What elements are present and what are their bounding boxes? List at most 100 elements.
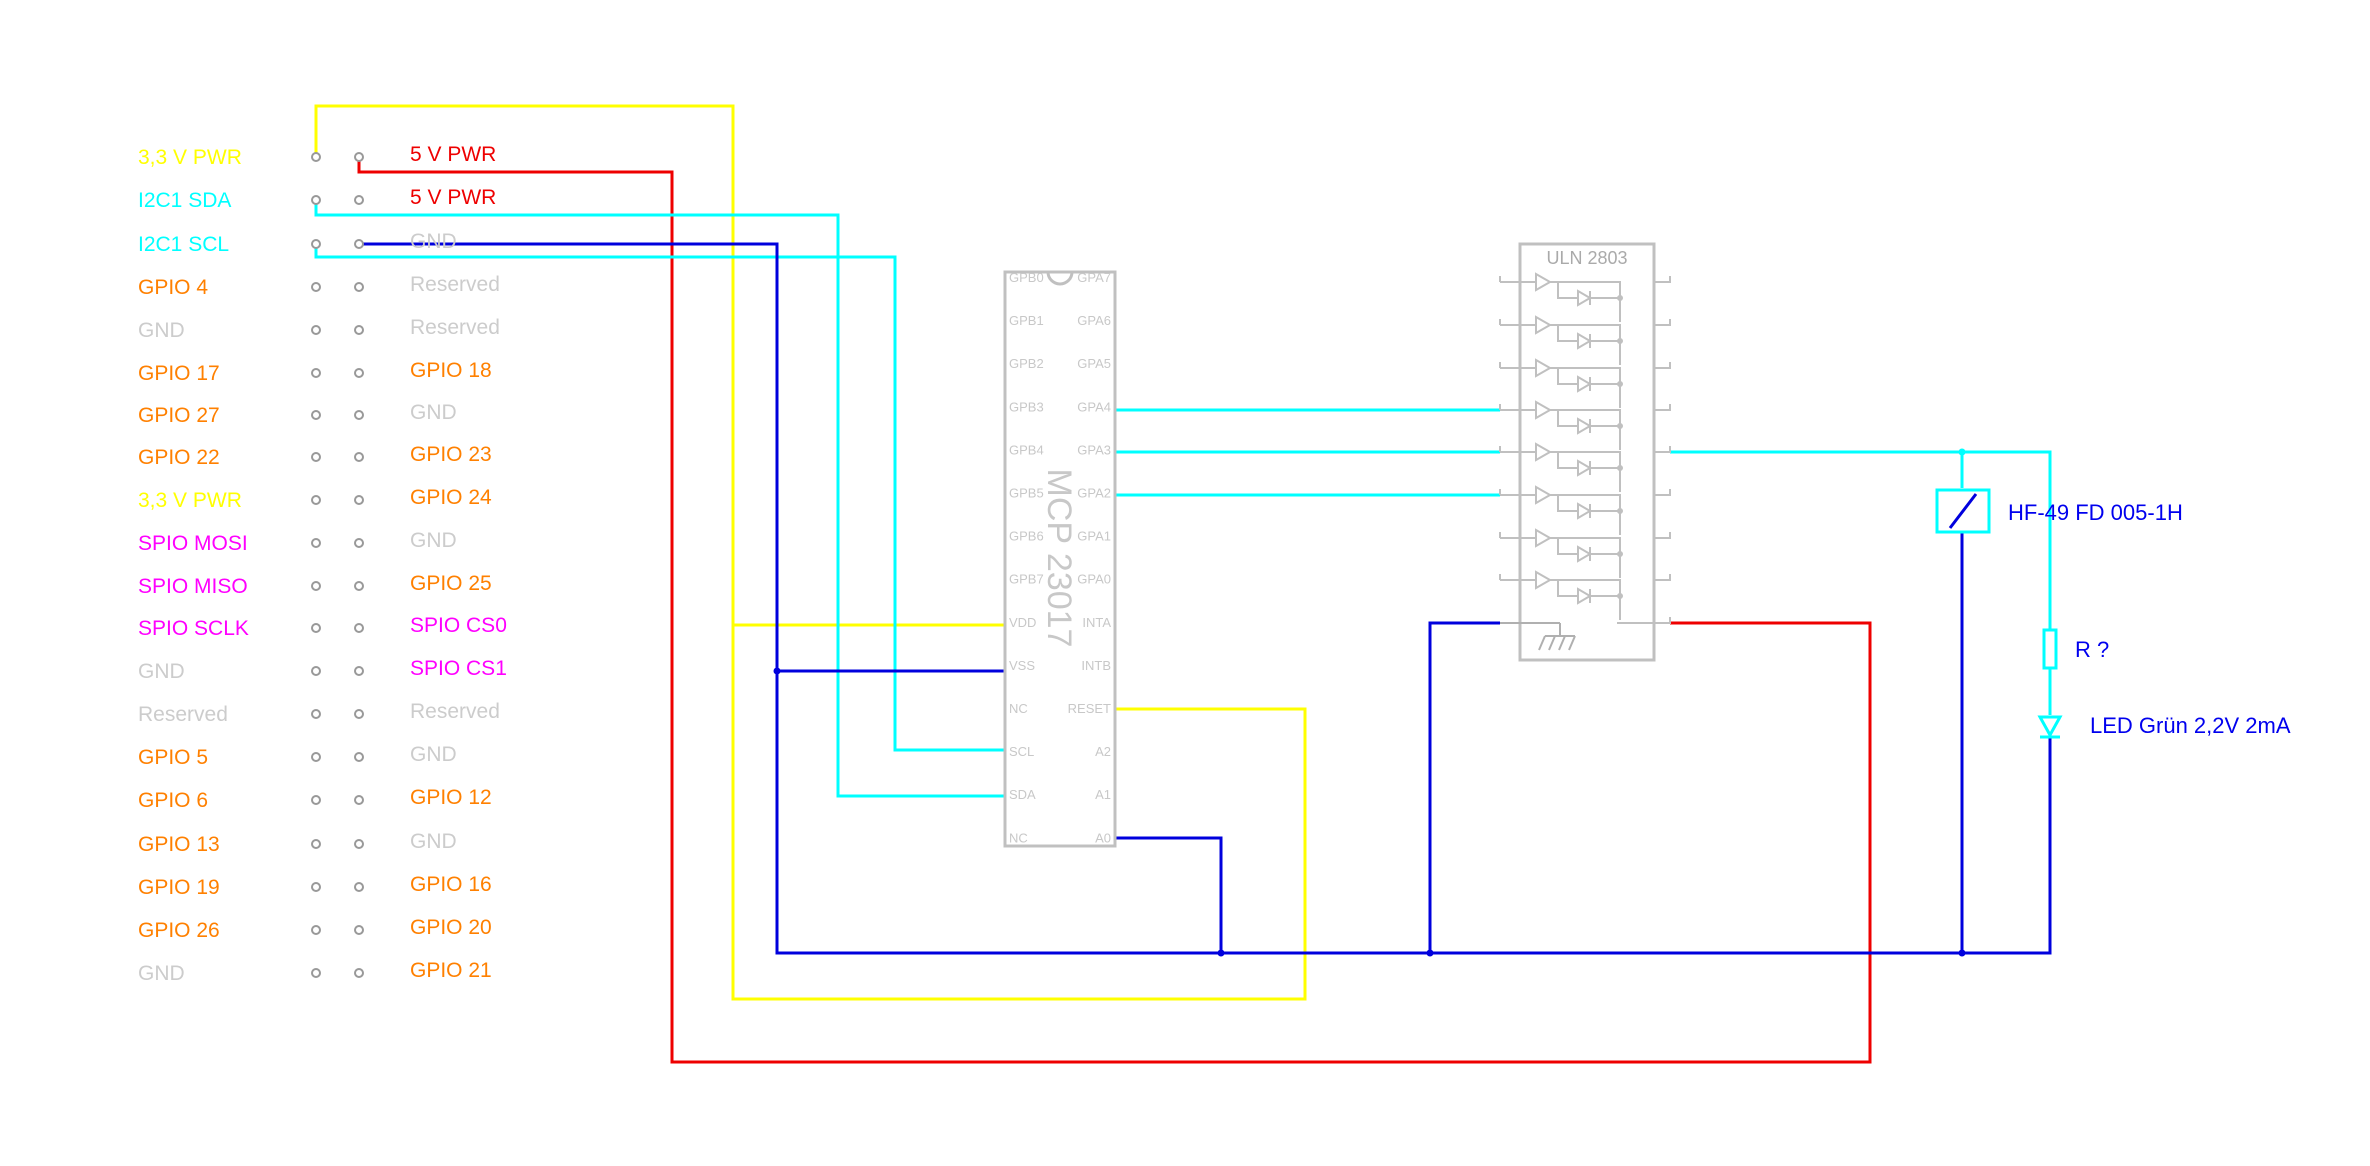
header-pin [354,410,364,420]
mcp-pin-label: A2 [1095,744,1111,759]
wire-gnd [359,242,2052,955]
header-pin [311,623,321,633]
mcp-pin-label: VDD [1009,615,1036,630]
header-pin [311,495,321,505]
header-left-label: GPIO 4 [138,276,208,299]
header-pin [311,839,321,849]
header-left-label: GPIO 27 [138,404,220,427]
wire-uln-out [1670,450,2052,715]
mcp-pin-label: GPB7 [1009,572,1044,587]
uln-channel [1499,570,1671,620]
mcp-pin-label: GPB5 [1009,486,1044,501]
resistor [2042,628,2058,670]
header-pin [311,752,321,762]
mcp-pin-label: INTA [1082,615,1111,630]
header-pin [354,195,364,205]
mcp-pin-label: GPA1 [1077,529,1111,544]
junction-dot [1958,949,1966,957]
uln-channel [1499,485,1671,535]
header-pin [354,709,364,719]
mcp-pin-label: GPB0 [1009,270,1044,285]
header-left-label: GPIO 13 [138,833,220,856]
header-pin [354,839,364,849]
uln2803-com-pin [1617,617,1671,624]
mcp-pin-label: GPA5 [1077,356,1111,371]
mcp-pin-label: GPB2 [1009,356,1044,371]
header-right-label: GPIO 12 [410,786,492,809]
wire-3v3 [314,104,1307,1001]
header-pin [311,795,321,805]
mcp-pin-label: GPA3 [1077,442,1111,457]
header-pin [354,581,364,591]
header-pin [311,666,321,676]
header-left-label: SPIO MISO [138,575,248,598]
mcp23017-body [1003,270,1117,848]
mcp-pin-label: RESET [1068,701,1111,716]
header-left-label: 3,3 V PWR [138,146,242,169]
header-pin [311,239,321,249]
header-right-label: SPIO CS1 [410,657,507,680]
mcp-pin-label: A0 [1095,830,1111,845]
header-left-label: SPIO MOSI [138,532,248,555]
wire-scl [314,244,1005,752]
header-left-label: GND [138,962,185,985]
uln-channel [1499,528,1671,578]
relay-coil [1935,488,1991,534]
junction-dot [1958,448,1966,456]
header-pin [354,752,364,762]
junction-dot [1426,949,1434,957]
mcp-pin-label: GPA7 [1077,270,1111,285]
header-pin [311,452,321,462]
junction-dot [773,667,781,675]
uln-channel [1499,442,1671,492]
mcp-pin-label: GPA2 [1077,486,1111,501]
header-pin [354,968,364,978]
mcp23017-chip: MCP 23017 GPB0GPB1GPB2GPB3GPB4GPB5GPB6GP… [1003,270,1117,848]
header-right-label: GPIO 24 [410,486,492,509]
header-pin [311,195,321,205]
mcp23017-notch [1046,271,1074,286]
relay-label: HF-49 FD 005-1H [2008,500,2183,525]
header-right-label: 5 V PWR [410,186,496,209]
header-left-label: GPIO 26 [138,919,220,942]
mcp-pin-label: NC [1009,701,1028,716]
header-right-label: GPIO 16 [410,873,492,896]
mcp-pin-label: INTB [1081,658,1111,673]
uln-channel [1499,400,1671,450]
mcp-pin-label: GPB3 [1009,399,1044,414]
gpio-header-pins [311,152,364,978]
led-label: LED Grün 2,2V 2mA [2090,713,2291,738]
header-left-label: GPIO 19 [138,876,220,899]
header-right-label: GND [410,230,457,253]
mcp-pin-label: GPA4 [1077,399,1111,414]
mcp-pin-label: A1 [1095,787,1111,802]
header-pin [354,538,364,548]
header-right-label: GPIO 20 [410,916,492,939]
wire-sda [314,200,1005,798]
mcp-pin-label: GPB4 [1009,442,1044,457]
header-pin [311,968,321,978]
header-pin [311,410,321,420]
header-right-label: GND [410,830,457,853]
header-left-label: GND [138,660,185,683]
header-pin [311,882,321,892]
header-pin [311,709,321,719]
header-right-label: GND [410,529,457,552]
header-right-label: GPIO 23 [410,443,492,466]
header-pin [354,623,364,633]
header-left-label: GPIO 6 [138,789,208,812]
header-right-label: SPIO CS0 [410,614,507,637]
header-right-label: Reserved [410,316,500,339]
mcp-pin-label: GPA0 [1077,572,1111,587]
uln2803-name: ULN 2803 [1546,248,1627,268]
header-right-label: GND [410,743,457,766]
header-pin [311,368,321,378]
ground-symbol [1500,622,1576,651]
header-right-label: GPIO 21 [410,959,492,982]
header-pin [354,452,364,462]
uln-channel [1499,315,1671,365]
header-pin [311,282,321,292]
